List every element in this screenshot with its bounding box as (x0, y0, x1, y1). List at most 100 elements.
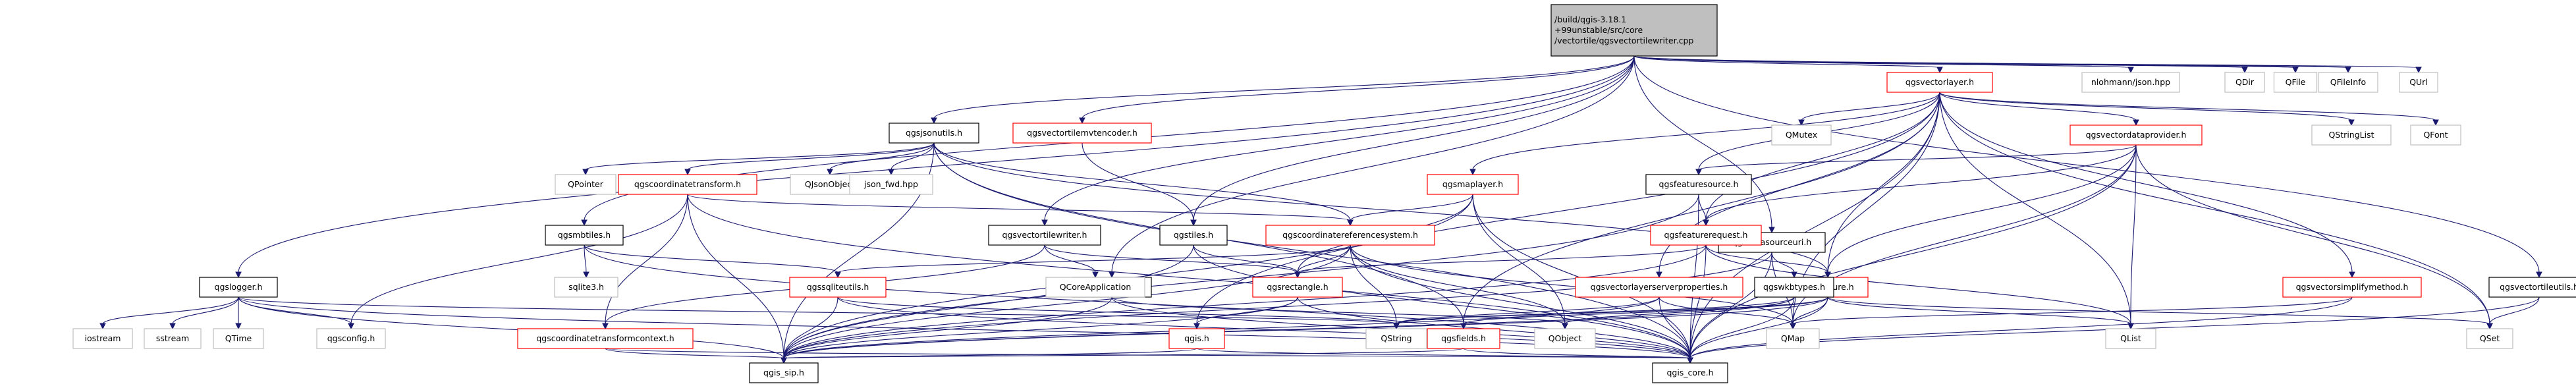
node-label-qgsfeaturerequest: qgsfeaturerequest.h (1664, 230, 1748, 240)
node-box-qgsvectordataprovider (2069, 125, 2203, 146)
node-qgscoordinatereferencesystem[interactable]: qgscoordinatereferencesystem.h (1265, 225, 1435, 246)
arrowhead-qgsvectorlayer-to-qgsmaplayer (1469, 169, 1476, 176)
edge-qgsvectorlayer-to-qgis (1196, 92, 1940, 325)
node-box-sstream (144, 328, 202, 349)
node-box-qgswkbtypes (1754, 277, 1834, 298)
edge-qgsvectorlayer-to-qstringlist (1939, 92, 2352, 121)
edge-qgscoordinatetransform-to-qgis_sip (687, 194, 784, 359)
node-label-qfont: QFont (2423, 130, 2448, 140)
node-qgsvectortilemvtencoder[interactable]: qgsvectortilemvtencoder.h (1012, 123, 1152, 144)
node-box-sqlite3 (554, 277, 618, 298)
arrowhead-qgsjsonutils-to-qgscoordinatetransform (684, 169, 691, 176)
edge-qgsvectorlayer-to-qlist (1939, 92, 2131, 325)
node-qgslogger[interactable]: qgslogger.h (199, 277, 278, 298)
node-root[interactable]: /build/qgis-3.18.1+99unstable/src/core/v… (1550, 4, 1718, 57)
node-qgsvectorlayerserverproperties[interactable]: qgsvectorlayerserverproperties.h (1575, 277, 1743, 298)
node-qgscoordinatetransform[interactable]: qgscoordinatetransform.h (618, 174, 757, 195)
node-label-qset: QSet (2480, 333, 2500, 343)
edge-qgsvectortileutils-to-qset (2489, 296, 2540, 325)
node-qstringlist: QStringList (2311, 125, 2392, 146)
node-qgsfeaturerequest[interactable]: qgsfeaturerequest.h (1650, 225, 1762, 246)
edge-qgscoordinatereferencesystem-to-qgis_core (1350, 244, 1691, 359)
arrowhead-qgsvectordataprovider-to-qgsfeaturesource (1695, 169, 1702, 176)
node-label-qgis_sip: qgis_sip.h (763, 368, 804, 377)
node-label-qfile: QFile (2286, 77, 2306, 87)
edge-qgsfeaturerequest-to-qgis_sip (783, 244, 1707, 359)
node-box-qfileinfo (2318, 72, 2378, 93)
node-label-qgslogger: qgslogger.h (215, 282, 263, 292)
node-qgsfeaturesource[interactable]: qgsfeaturesource.h (1645, 174, 1752, 195)
edge-qgsmbtiles-to-qgis_core (584, 244, 1691, 359)
node-qtime: QTime (213, 328, 264, 349)
arrowhead-qgsfeaturesource-to-qgsfeaturerequest (1703, 219, 1709, 227)
node-box-qdir (2224, 72, 2265, 93)
node-label-sqlite3: sqlite3.h (568, 282, 604, 292)
node-qmap: QMap (1766, 328, 1820, 349)
edge-qgsmaplayer-to-qobject (1472, 194, 1566, 325)
node-box-root (1550, 4, 1718, 57)
node-label-qmap: QMap (1781, 333, 1805, 343)
arrowhead-qgsvectorlayer-to-qgsvectorsimplifymethod (2349, 271, 2355, 279)
node-qgsmbtiles[interactable]: qgsmbtiles.h (545, 225, 624, 246)
node-qgsmaplayer[interactable]: qgsmaplayer.h (1427, 174, 1519, 195)
arrowhead-qgslogger-to-iostream (99, 323, 106, 330)
edge-qgsvectorsimplifymethod-to-qmap (1792, 296, 2353, 325)
edge-qgsjsonutils-to-qgscoordinatereferencesystem (933, 142, 1351, 221)
edge-root-to-qgstiles (1193, 55, 1635, 221)
node-qfile: QFile (2273, 72, 2318, 93)
edge-qgsjsonutils-to-qgsfeature (933, 142, 1828, 273)
arrowhead-qgsmbtiles-to-sqlite3 (583, 271, 589, 279)
edge-qgsfeature-to-qgsfields (1463, 296, 1828, 325)
node-qgswkbtypes[interactable]: qgswkbtypes.h (1754, 277, 1834, 298)
node-qgsvectorsimplifymethod[interactable]: qgsvectorsimplifymethod.h (2282, 277, 2422, 298)
arrowhead-qgswkbtypes-to-qgis_sip (781, 357, 787, 364)
edge-qgsvectortilemvtencoder-to-qgstiles (1082, 142, 1194, 221)
node-qgsvectortilewriter[interactable]: qgsvectortilewriter.h (988, 225, 1101, 246)
node-qcoreapplication: QCoreApplication (1045, 277, 1145, 298)
edge-root-to-qgsjsonutils (933, 55, 1635, 119)
node-box-qfont (2410, 125, 2461, 146)
node-label-sstream: sstream (156, 333, 189, 343)
edge-qgsvectorlayerserverproperties-to-qgis_core (1658, 296, 1691, 359)
node-qgis_core[interactable]: qgis_core.h (1652, 362, 1728, 383)
node-qgsvectortileutils[interactable]: qgsvectortileutils.h (2488, 277, 2576, 298)
node-box-qgsvectorsimplifymethod (2282, 277, 2422, 298)
edge-qgsvectorlayer-to-qgsvectordataprovider (1939, 92, 2137, 121)
node-box-qgscoordinatetransform (618, 174, 757, 195)
node-box-qmutex (1771, 125, 1832, 146)
node-qgsrectangle[interactable]: qgsrectangle.h (1252, 277, 1343, 298)
node-qgsfields[interactable]: qgsfields.h (1427, 328, 1500, 349)
arrowhead-qgsrectangle-to-qgis (1193, 323, 1200, 330)
node-qgsjsonutils[interactable]: qgsjsonutils.h (889, 123, 979, 144)
node-label-qgsvectorlayer: qgsvectorlayer.h (1905, 77, 1974, 87)
edge-qgsvectortilewriter-to-qgsrectangle (1044, 244, 1298, 273)
node-qgis_sip[interactable]: qgis_sip.h (749, 362, 819, 383)
node-label-qgsvectortilemvtencoder: qgsvectortilemvtencoder.h (1027, 128, 1137, 138)
node-box-nlohmann (2081, 72, 2180, 93)
node-qgscoordinatetransformcontext[interactable]: qgscoordinatetransformcontext.h (517, 328, 694, 349)
edge-root-to-qgsfeedback (1111, 55, 1635, 273)
edge-qgssqliteutils-to-qgis_core (837, 296, 1691, 359)
edge-qgscoordinatereferencesystem-to-qgsrectangle (1297, 244, 1351, 273)
node-label-json_fwd: json_fwd.hpp (863, 179, 918, 189)
arrowhead-qgscoordinatetransform-to-qgscoordinatereferencesystem (1347, 219, 1354, 227)
node-nlohmann: nlohmann/json.hpp (2081, 72, 2180, 93)
node-box-qgsfeaturerequest (1650, 225, 1762, 246)
edge-qgsrectangle-to-qgis_sip (783, 296, 1298, 359)
node-box-iostream (72, 328, 133, 349)
edge-qgsfeaturerequest-to-qgis_core (1689, 244, 1707, 359)
node-label-qgsvectordataprovider: qgsvectordataprovider.h (2086, 130, 2187, 140)
node-box-qgscoordinatereferencesystem (1265, 225, 1435, 246)
node-qgstiles[interactable]: qgstiles.h (1159, 225, 1228, 246)
node-qgsvectorlayer[interactable]: qgsvectorlayer.h (1886, 72, 1993, 93)
node-box-qgstiles (1159, 225, 1228, 246)
edge-qgsfields-to-qgis_core (1463, 348, 1691, 359)
node-sstream: sstream (144, 328, 202, 349)
edge-qgscoordinatetransformcontext-to-qgis_sip (605, 348, 784, 359)
node-qgsvectordataprovider[interactable]: qgsvectordataprovider.h (2069, 125, 2203, 146)
node-qgis[interactable]: qgis.h (1168, 328, 1225, 349)
node-qgssqliteutils[interactable]: qgssqliteutils.h (789, 277, 887, 298)
edge-qgsvectortilewriter-to-qcoreapplication (1044, 244, 1096, 273)
arrowhead-qgsjsonutils-to-qjsonobject (827, 169, 833, 176)
edge-qgsjsonutils-to-json_fwd (891, 142, 935, 171)
